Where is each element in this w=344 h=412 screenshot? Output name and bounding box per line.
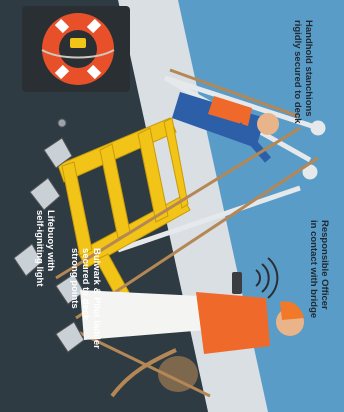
- officer-caption: Responsible Officer in contact with brid…: [308, 220, 330, 318]
- stanchions-caption: Handhold stanchions rigidly secured to d…: [292, 20, 314, 124]
- radio-icon: [232, 272, 242, 294]
- lifebuoy-icon: [22, 6, 130, 92]
